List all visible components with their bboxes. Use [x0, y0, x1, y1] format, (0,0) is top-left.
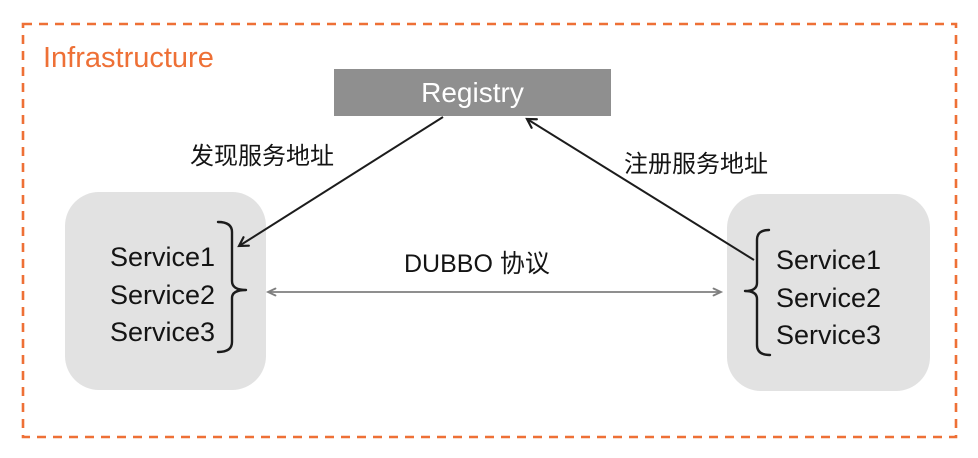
registry-node: Registry [334, 69, 611, 116]
register-arrow [525, 117, 755, 261]
provider-service-list: Service1 Service2 Service3 [776, 242, 881, 355]
diagram-title: Infrastructure [43, 42, 214, 74]
service-item: Service3 [110, 317, 216, 347]
service-item: Service2 [110, 279, 216, 310]
dubbo-arrow-label: DUBBO 协议 [404, 250, 550, 278]
service-item: Service2 [776, 282, 882, 313]
consumer-service-list: Service1 Service2 Service3 [110, 239, 215, 352]
service-item: Service3 [776, 320, 882, 350]
service-item: Service1 [776, 245, 882, 275]
registry-label: Registry [421, 76, 524, 108]
service-item: Service1 [110, 242, 216, 272]
discover-arrow-label: 发现服务地址 [190, 143, 334, 170]
register-arrow-label: 注册服务地址 [624, 151, 768, 178]
